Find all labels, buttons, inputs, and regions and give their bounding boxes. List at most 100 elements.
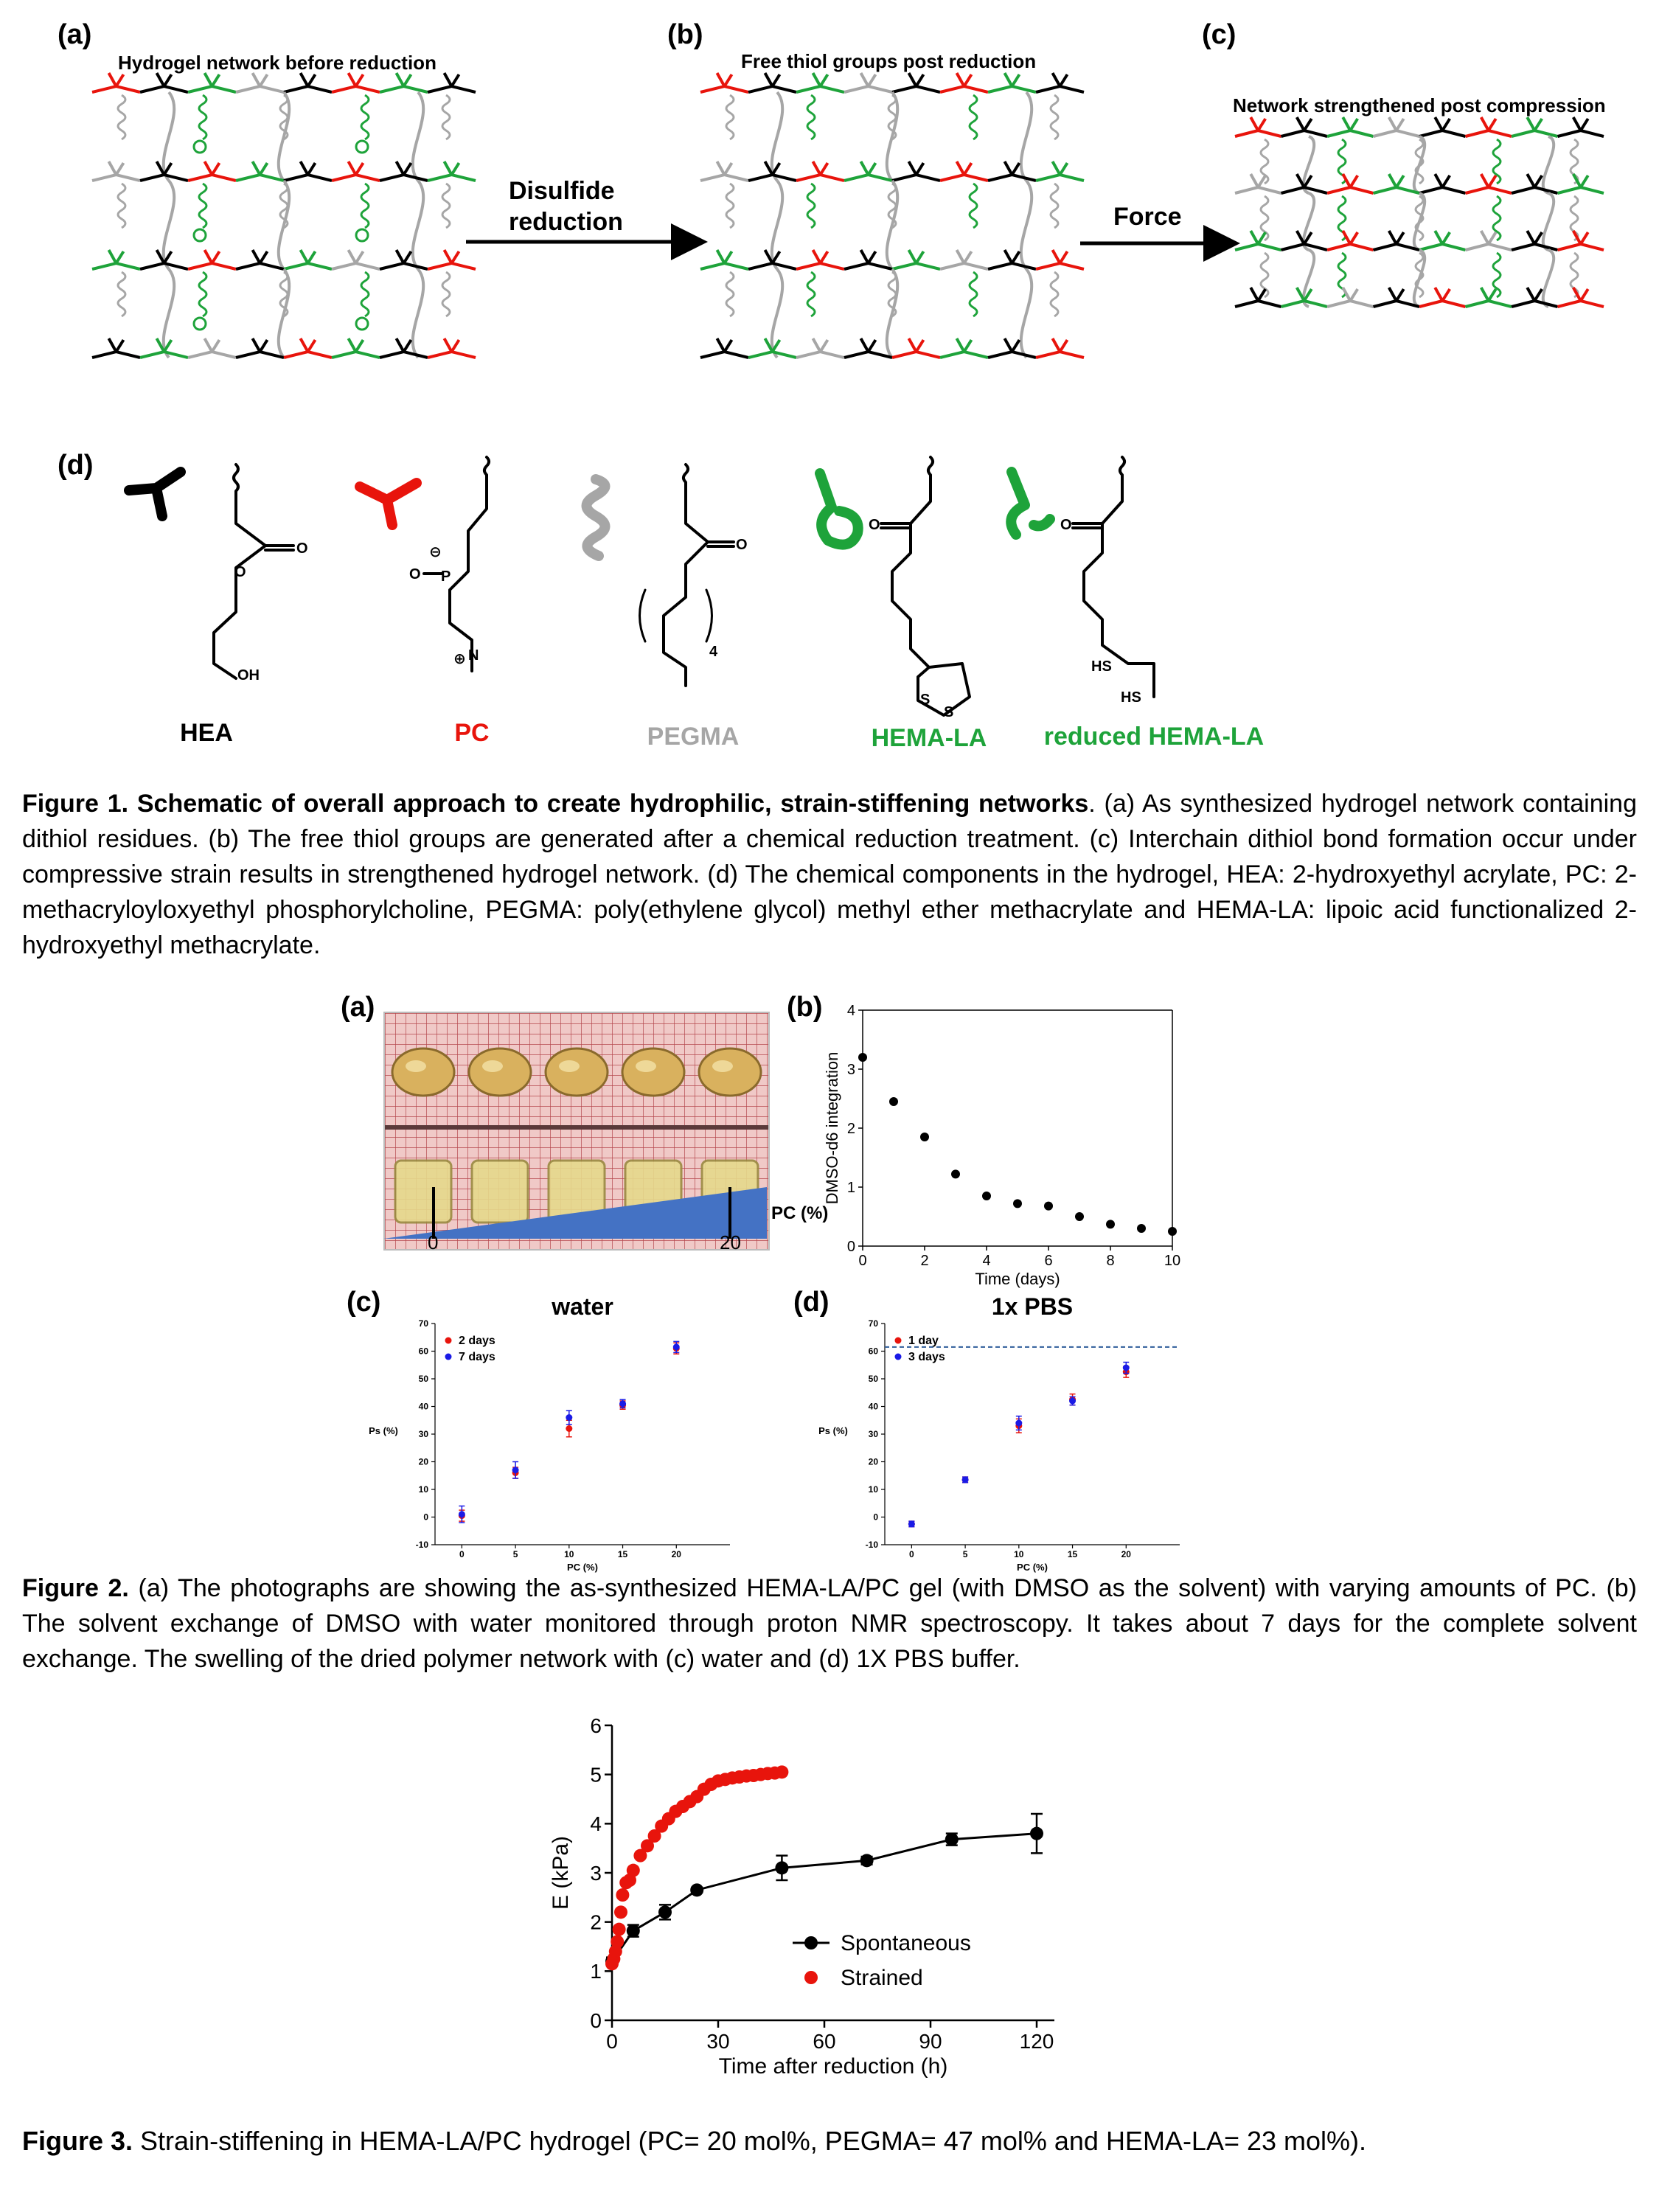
data-point bbox=[566, 1414, 572, 1421]
y-tick-label: 0 bbox=[590, 2009, 602, 2032]
legend-marker bbox=[895, 1354, 902, 1360]
strained-point bbox=[616, 1888, 629, 1902]
spontaneous-point bbox=[945, 1833, 959, 1846]
x-tick-label: 20 bbox=[1121, 1549, 1132, 1559]
network-a bbox=[92, 73, 476, 358]
data-point bbox=[673, 1343, 680, 1350]
figure1-caption: Figure 1. Schematic of overall approach … bbox=[22, 786, 1637, 963]
data-point bbox=[1075, 1212, 1084, 1221]
spontaneous-point bbox=[690, 1883, 703, 1896]
y-tick-label: 2 bbox=[847, 1121, 855, 1137]
y-tick-label: 10 bbox=[419, 1484, 429, 1495]
pc-tick-min: 0 bbox=[428, 1231, 438, 1254]
x-tick-label: 4 bbox=[982, 1253, 990, 1269]
y-tick-label: 10 bbox=[869, 1484, 879, 1495]
x-tick-label: 2 bbox=[920, 1253, 928, 1269]
strained-point bbox=[611, 1935, 624, 1948]
figure2-caption-rest: (a) The photographs are showing the as-s… bbox=[22, 1574, 1637, 1673]
legend-label: 1 day bbox=[908, 1335, 939, 1347]
hemala-s1-label: S bbox=[920, 692, 930, 708]
network-schematic bbox=[0, 0, 1659, 442]
figure3-caption-bold: Figure 3. bbox=[22, 2126, 133, 2156]
spontaneous-point bbox=[627, 1924, 640, 1938]
x-tick-label: 120 bbox=[1020, 2030, 1054, 2053]
data-point bbox=[1013, 1199, 1022, 1208]
x-tick-label: 5 bbox=[963, 1549, 968, 1559]
figure1-caption-bold: Figure 1. Schematic of overall approach … bbox=[22, 790, 1088, 818]
legend-label: 3 days bbox=[908, 1351, 945, 1363]
data-point bbox=[512, 1467, 519, 1473]
hea-oh-label: OH bbox=[237, 667, 260, 684]
data-point bbox=[459, 1511, 465, 1517]
network-c bbox=[1235, 117, 1604, 307]
pegma-o-label: O bbox=[736, 537, 748, 553]
reduced-hemala-name: reduced HEMA-LA bbox=[1032, 723, 1276, 751]
x-axis-label: Time (days) bbox=[975, 1270, 1060, 1288]
x-tick-label: 90 bbox=[919, 2030, 942, 2053]
data-point bbox=[1069, 1398, 1076, 1405]
pegma-glyph bbox=[587, 479, 605, 556]
pc-skeleton bbox=[450, 457, 489, 671]
data-point bbox=[858, 1053, 867, 1062]
y-tick-label: -10 bbox=[416, 1540, 429, 1550]
x-tick-label: 0 bbox=[858, 1253, 866, 1269]
pegma-name: PEGMA bbox=[619, 723, 767, 751]
pc-minus-label: ⊖ bbox=[429, 544, 442, 560]
reduced-o-label: O bbox=[1060, 517, 1072, 533]
chart-dmso-integration: 024681001234Time (days)DMSO-d6 integrati… bbox=[818, 995, 1202, 1305]
data-point bbox=[889, 1097, 898, 1106]
legend-label: 7 days bbox=[459, 1351, 495, 1363]
chemical-structures: O O OH P O ⊖ ⊕ N O 4 O S S O HS HS bbox=[0, 442, 1659, 723]
reduced-hemala-glyph bbox=[1011, 472, 1050, 535]
fig2a-label: (a) bbox=[341, 992, 375, 1023]
y-tick-label: 40 bbox=[869, 1402, 879, 1412]
x-tick-label: 5 bbox=[513, 1549, 518, 1559]
pegma-skeleton bbox=[664, 465, 708, 686]
x-tick-label: 30 bbox=[706, 2030, 729, 2053]
y-tick-label: 70 bbox=[419, 1318, 429, 1329]
x-tick-label: 10 bbox=[1014, 1549, 1024, 1559]
y-tick-label: 2 bbox=[590, 1910, 602, 1933]
y-axis-label: Ps (%) bbox=[818, 1425, 848, 1436]
y-tick-label: 60 bbox=[419, 1346, 429, 1357]
x-tick-label: 0 bbox=[606, 2030, 618, 2053]
x-tick-label: 0 bbox=[909, 1549, 914, 1559]
legend-label-spontaneous: Spontaneous bbox=[841, 1931, 971, 1955]
data-point bbox=[566, 1425, 572, 1432]
network-b bbox=[700, 73, 1084, 358]
spontaneous-point bbox=[860, 1854, 874, 1867]
hea-glyph bbox=[129, 472, 181, 516]
y-tick-label: 0 bbox=[847, 1239, 855, 1255]
strained-point bbox=[627, 1864, 640, 1877]
hemala-o-label: O bbox=[869, 517, 880, 533]
y-tick-label: 60 bbox=[869, 1346, 879, 1357]
y-tick-label: 20 bbox=[869, 1457, 879, 1467]
data-point bbox=[1168, 1227, 1177, 1236]
y-tick-label: 30 bbox=[419, 1429, 429, 1439]
pc-glyph bbox=[360, 483, 417, 525]
x-tick-label: 60 bbox=[813, 2030, 835, 2053]
legend-marker bbox=[445, 1338, 452, 1344]
data-point bbox=[1044, 1202, 1053, 1211]
hemala-skeleton bbox=[892, 457, 933, 667]
figure3-caption-rest: Strain-stiffening in HEMA-LA/PC hydrogel… bbox=[133, 2126, 1366, 2156]
pc-n-label: N bbox=[468, 647, 479, 664]
data-point bbox=[962, 1476, 969, 1483]
x-tick-label: 15 bbox=[618, 1549, 628, 1559]
y-tick-label: 70 bbox=[869, 1318, 879, 1329]
strained-point bbox=[775, 1765, 788, 1778]
x-tick-label: 15 bbox=[1068, 1549, 1078, 1559]
y-tick-label: 20 bbox=[419, 1457, 429, 1467]
y-axis-label: Ps (%) bbox=[369, 1425, 398, 1436]
legend-label: 2 days bbox=[459, 1335, 495, 1347]
figure2-caption: Figure 2. (a) The photographs are showin… bbox=[22, 1571, 1637, 1677]
data-point bbox=[982, 1192, 991, 1200]
data-point bbox=[908, 1520, 915, 1527]
reduced-hs1-label: HS bbox=[1091, 658, 1112, 675]
x-tick-label: 10 bbox=[564, 1549, 574, 1559]
pc-gradient-wedge bbox=[383, 1187, 767, 1250]
y-tick-label: 4 bbox=[847, 1003, 855, 1019]
